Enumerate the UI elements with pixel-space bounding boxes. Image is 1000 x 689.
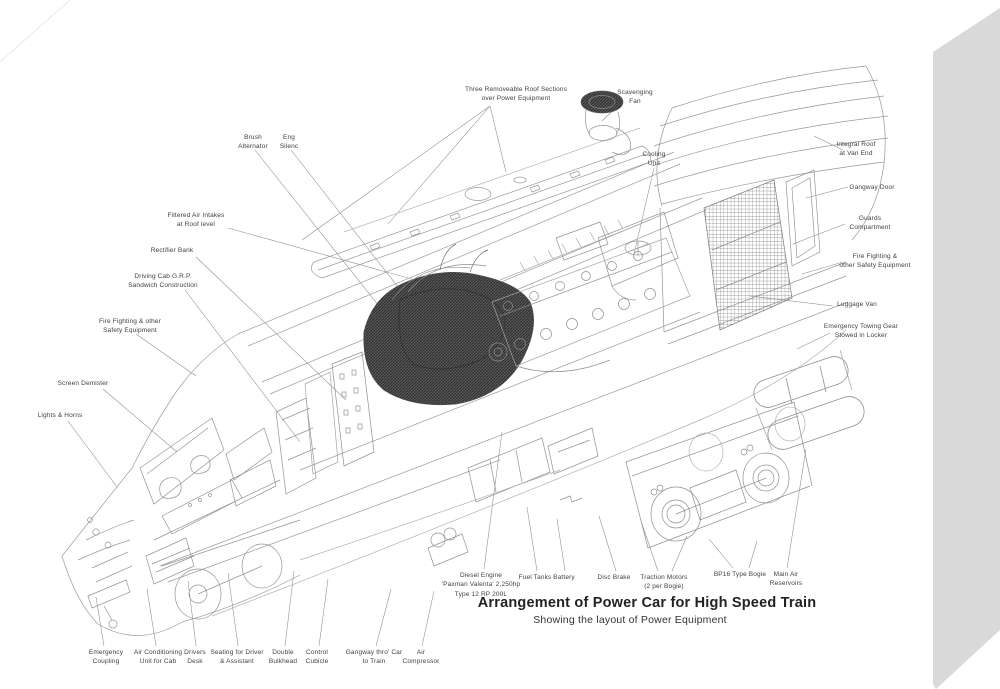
label-main-air-reservoirs: Main Air Reservoirs [769, 571, 803, 588]
label-brush-alternator: Brush Alternator [238, 134, 268, 151]
canvas-fold-line [0, 0, 71, 63]
label-control-cubicle: Control Cubicle [305, 649, 329, 666]
label-fire-fighting-right: Fire Fighting & other Safety Equipment [839, 253, 911, 270]
artwork-subtitle: Showing the layout of Power Equipment [533, 614, 727, 626]
label-disc-brake: Disc Brake [597, 574, 631, 581]
label-eng-silenc: Eng Silenc [279, 134, 299, 151]
underframe-equipment [299, 427, 599, 567]
car-body-outline [61, 151, 849, 636]
label-battery: Battery [553, 574, 575, 581]
label-filtered-air-intakes: Filtered Air Intakes at Roof level [167, 212, 225, 229]
engine-section [304, 219, 691, 475]
label-gangway-thro-car: Gangway thro' Car to Train [345, 649, 403, 666]
artwork-title: Arrangement of Power Car for High Speed … [477, 595, 817, 611]
label-gangway-door: Gangway Door [849, 184, 895, 191]
label-three-removeable-roof-sections: Three Removeable Roof Sections over Powe… [464, 86, 568, 103]
label-emergency-towing-gear: Emergency Towing Gear Stowed in Locker [823, 323, 899, 340]
label-bp16-type-bogie: BP16 Type Bogie [713, 571, 767, 578]
label-diesel-engine: Diesel Engine 'Paxman Valenta' 2,250hp T… [441, 572, 521, 598]
label-guards-compartment: Guards Compartment [849, 215, 891, 232]
label-double-bulkhead: Double Bulkhead [268, 649, 298, 666]
label-fuel-tanks: Fuel Tanks [518, 574, 552, 581]
scavenging-fan-part [580, 90, 632, 155]
label-seating-driver-assistant: Seating for Driver & Assistant [210, 649, 264, 666]
label-rectifier-bank: Rectifier Bank [150, 247, 194, 254]
rear-bogie [625, 401, 813, 549]
label-integral-roof-at-van-end: Integral Roof at Van End [836, 141, 876, 158]
label-scavenging-fan: Scavenging Fan [617, 89, 653, 106]
cooling-unit-part [555, 211, 679, 301]
canvas-side-edge [933, 8, 1000, 689]
label-fire-fighting-left: Fire Fighting & other Safety Equipment [98, 318, 162, 335]
label-luggage-van: Luggage Van [837, 301, 877, 308]
label-lights-and-horns: Lights & Horns [37, 412, 83, 419]
rear-van-section [651, 65, 889, 345]
cab-section [77, 397, 317, 629]
label-emergency-coupling: Emergency Coupling [88, 649, 124, 666]
label-driving-cab-grp: Driving Cab G.R.P. Sandwich Construction [128, 273, 198, 290]
air-reservoirs [753, 349, 865, 451]
label-drivers-desk: Drivers Desk [184, 649, 206, 666]
label-cooling-unit: Cooling Unit [642, 151, 666, 168]
label-screen-demister: Screen Demister [57, 380, 109, 387]
label-traction-motors: Traction Motors (2 per Bogie) [640, 574, 688, 591]
label-air-conditioning-unit: Air Conditioning Unit for Cab [133, 649, 183, 666]
label-air-compressor: Air Compressor [402, 649, 440, 666]
roof-sections [311, 127, 651, 279]
